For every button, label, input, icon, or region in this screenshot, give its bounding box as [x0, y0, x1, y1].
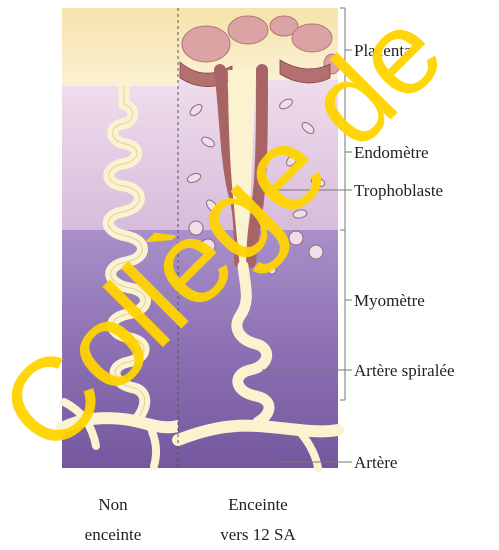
caption-non-pregnant-line1: Non: [98, 495, 128, 514]
caption-pregnant-line1: Enceinte: [228, 495, 287, 514]
label-trophoblaste: Trophoblaste: [354, 181, 443, 200]
caption-pregnant-line2: vers 12 SA: [220, 525, 296, 544]
label-artere-spiralee: Artère spiralée: [354, 361, 455, 380]
label-artere: Artère: [354, 453, 397, 472]
caption-non-pregnant-line2: enceinte: [85, 525, 142, 544]
label-myometre: Myomètre: [354, 291, 425, 310]
